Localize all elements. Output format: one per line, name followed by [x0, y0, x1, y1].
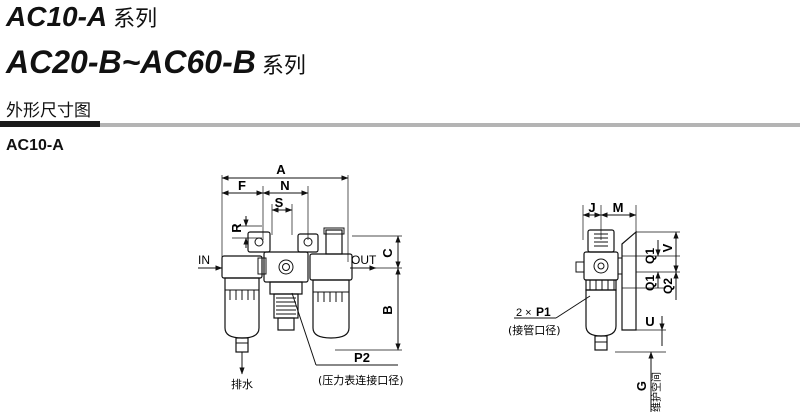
dim-r-label: R [229, 223, 244, 233]
model-label: AC10-A [6, 137, 64, 154]
dim-u-label: U [645, 314, 654, 329]
port-count-label: 2 × [516, 307, 532, 319]
dim-g-label: G [634, 381, 649, 391]
drain-label: 排水 [231, 377, 253, 391]
maintenance-space-label: 维护空间 [650, 372, 663, 412]
dim-j-label: J [588, 200, 595, 215]
dim-s-label: S [275, 195, 284, 210]
port-note-label: (接管口径) [508, 323, 561, 337]
front-view [198, 175, 402, 375]
dim-n-label: N [280, 178, 289, 193]
section-rule [100, 123, 800, 127]
dim-f-label: F [238, 178, 246, 193]
section-title: 外形尺寸图 [6, 101, 91, 121]
port-symbol-label: P1 [536, 305, 551, 319]
dim-p2-label: P2 [354, 350, 370, 365]
inlet-label: IN [198, 253, 210, 267]
gauge-port-note: (压力表连接口径) [318, 373, 404, 387]
series-title-1-model: AC10-A [6, 1, 108, 32]
dim-v-label: V [660, 243, 675, 252]
dim-m-label: M [613, 200, 624, 215]
side-view [514, 205, 680, 412]
series-title-1-suffix: 系列 [113, 7, 158, 32]
dim-q2-label: Q2 [661, 278, 675, 294]
dim-c-label: C [380, 248, 395, 258]
dim-b-label: B [380, 305, 395, 314]
outlet-label: OUT [351, 253, 377, 267]
series-title-2-model: AC20-B~AC60-B [6, 44, 256, 80]
dim-a-label: A [276, 162, 286, 177]
series-title-2-suffix: 系列 [261, 54, 306, 79]
dim-q1-upper-label: Q1 [643, 248, 657, 264]
section-accent-bar [0, 121, 100, 127]
dim-q1-lower-label: Q1 [643, 275, 657, 291]
